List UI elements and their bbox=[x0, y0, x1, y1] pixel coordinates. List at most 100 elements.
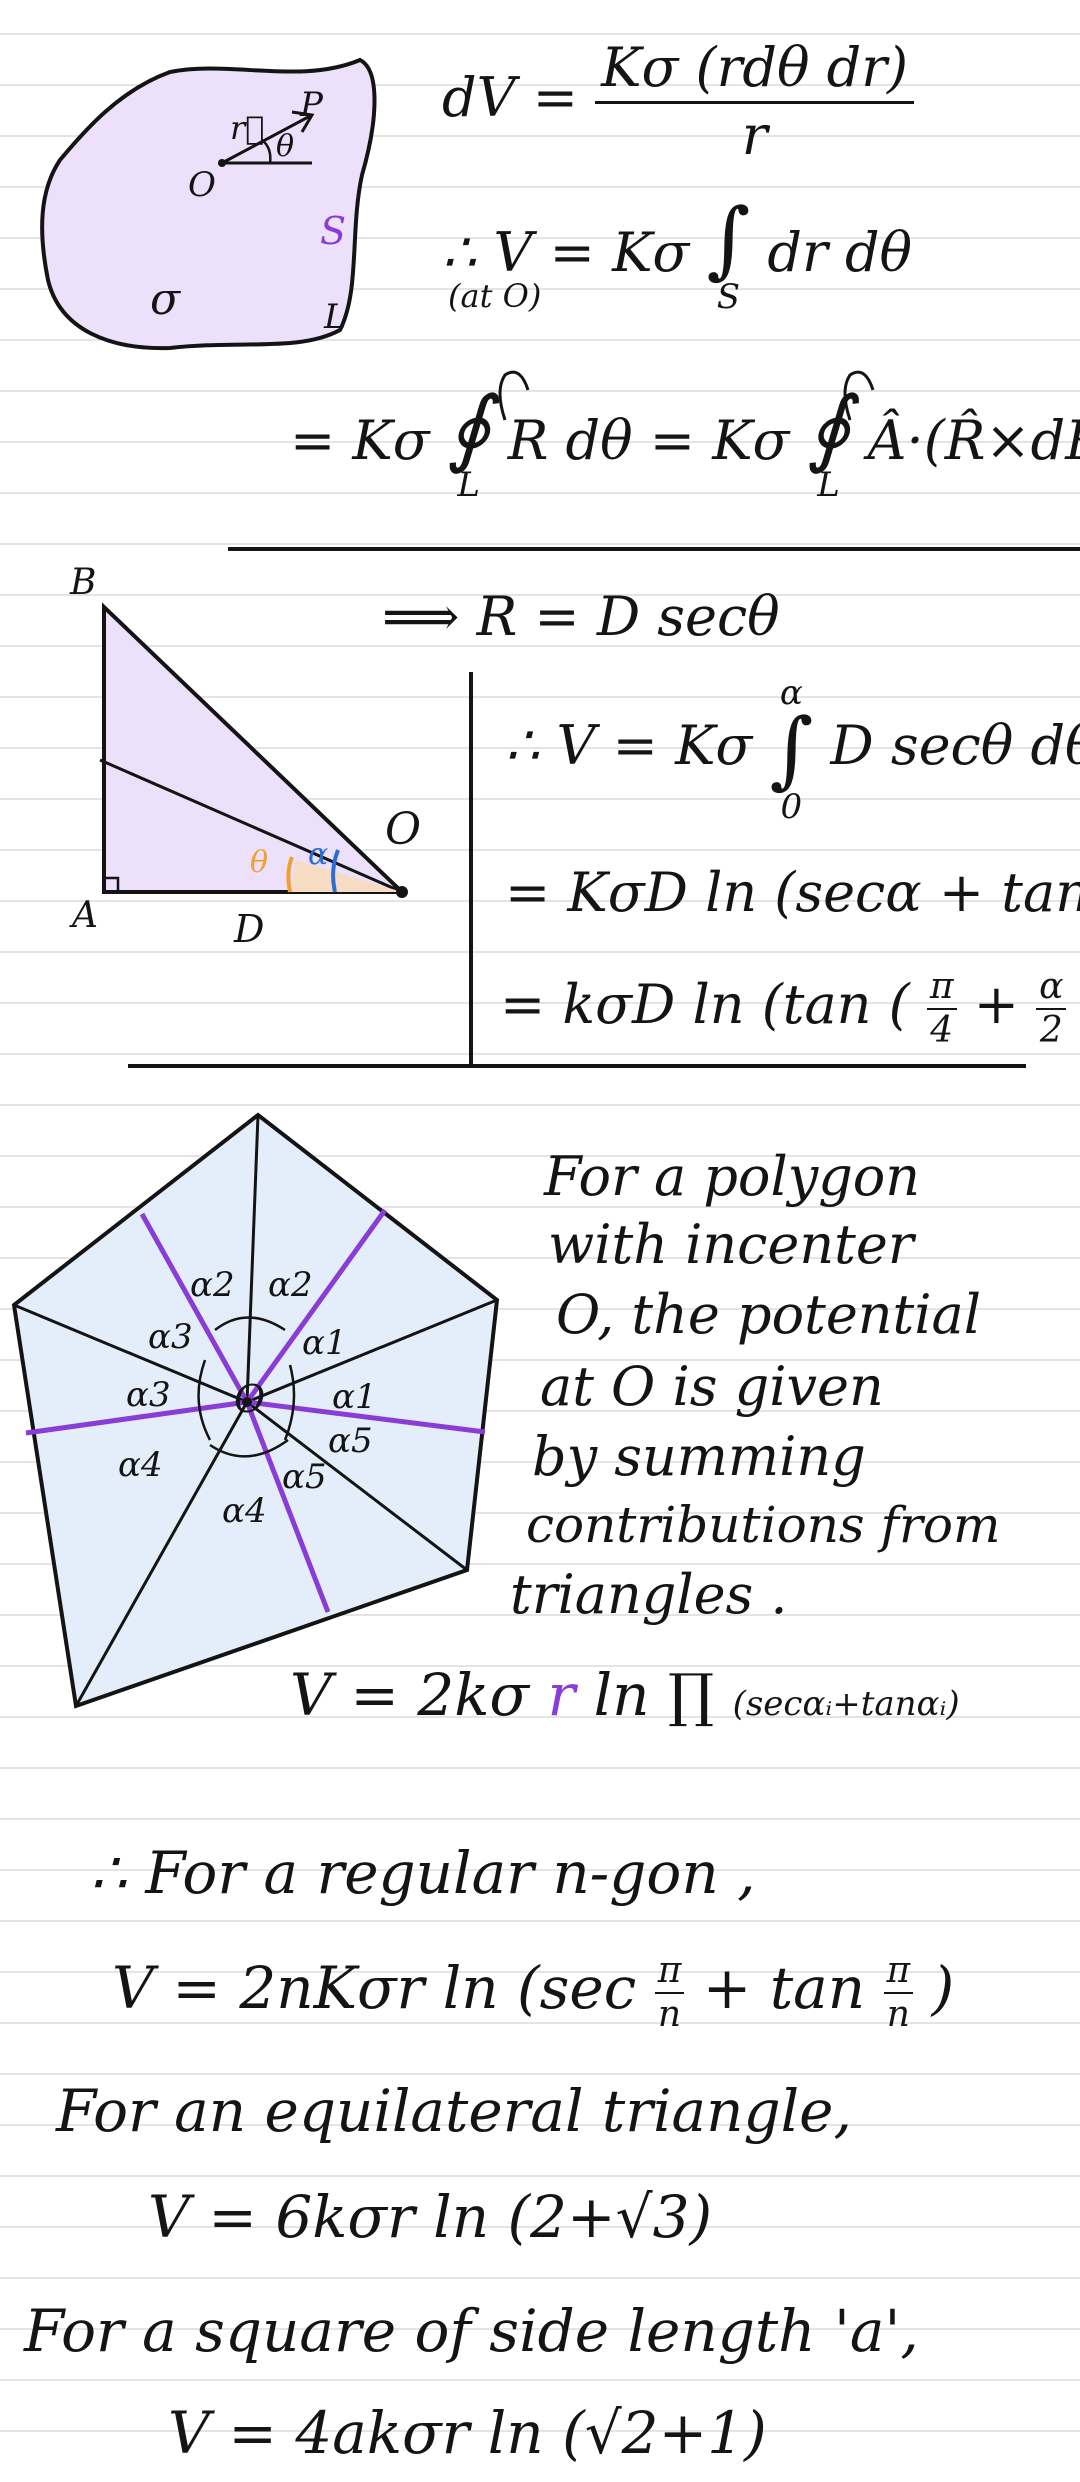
pi-numerator-2: π bbox=[883, 1952, 914, 1994]
V-integral-lhs: ∴ V = Kσ bbox=[505, 713, 753, 777]
pi-over-n-1: π n bbox=[654, 1952, 685, 2035]
dV-numerator: Kσ (rdθ dr) bbox=[595, 39, 915, 104]
label-alpha1-upper: α1 bbox=[302, 1323, 347, 1363]
spoke-1 bbox=[245, 1114, 260, 1403]
equation-V-integral: ∴ V = Kσ α ∫ 0 D secθ dθ bbox=[505, 676, 1080, 824]
label-theta: θ bbox=[276, 129, 295, 164]
dV-lhs: dV = bbox=[442, 66, 578, 130]
equation-ln-sec-tan: = KσD ln (secα + tanα) bbox=[505, 861, 1080, 924]
contour-integral-sign-1: ∮ bbox=[446, 378, 491, 476]
alpha-arc-blue bbox=[331, 849, 340, 893]
polygon-figure bbox=[11, 1112, 500, 1709]
label-alpha4-lower: α4 bbox=[222, 1491, 267, 1531]
triangle-figure bbox=[99, 602, 408, 898]
label-S: S bbox=[320, 209, 347, 253]
divider-1 bbox=[228, 547, 1080, 551]
pi-over-n-2: π n bbox=[883, 1952, 914, 2035]
equation-polygon: V = 2kσ r ln ∏ (secαᵢ+tanαᵢ) bbox=[290, 1666, 960, 1724]
incenter-dot bbox=[242, 1397, 252, 1407]
spoke-2 bbox=[246, 1298, 498, 1404]
integral-upper-alpha: α bbox=[779, 673, 803, 713]
contour-part3: Â·(R̂×dR⃗) bbox=[867, 408, 1080, 472]
prose-line-5: by summing bbox=[532, 1425, 866, 1488]
spoke-5 bbox=[13, 1303, 248, 1404]
V-integrand: D secθ dθ bbox=[830, 713, 1080, 777]
triangle-label: For an equilateral triangle, bbox=[56, 2077, 852, 2145]
spoke-3 bbox=[246, 1400, 468, 1572]
ln-tan-plus: + bbox=[973, 972, 1019, 1036]
prose-line-4: at O is given bbox=[540, 1355, 884, 1418]
definite-integral: α ∫ 0 bbox=[769, 676, 813, 824]
label-theta-orange: θ bbox=[250, 845, 269, 880]
theta-arc-orange bbox=[286, 856, 294, 893]
label-r-vector: r⃗ bbox=[230, 109, 265, 147]
n-denominator-2: n bbox=[886, 1993, 910, 2035]
integral-sub-S: S bbox=[716, 276, 741, 317]
label-alpha5-lower: α5 bbox=[282, 1457, 327, 1497]
contour-integral-sign-2: ∮ bbox=[806, 378, 851, 476]
right-angle-mark bbox=[104, 876, 120, 892]
surface-integral: ∫ S bbox=[706, 197, 750, 317]
divider-2 bbox=[128, 1064, 1026, 1068]
vertical-divider bbox=[469, 672, 473, 1064]
pi-numerator-1: π bbox=[654, 1952, 685, 1994]
inradius-1 bbox=[244, 1208, 388, 1404]
inradius-3 bbox=[244, 1401, 331, 1613]
contour-part1: = Kσ bbox=[290, 408, 430, 472]
contour-loop-2 bbox=[843, 370, 875, 421]
pentagon bbox=[11, 1112, 500, 1709]
ray-from-O bbox=[99, 758, 403, 894]
prose-line-7: triangles . bbox=[510, 1563, 788, 1626]
label-incenter-O: O bbox=[234, 1377, 266, 1421]
ngon-eq-plus-tan: + tan bbox=[702, 1953, 866, 2022]
origin-dot bbox=[218, 159, 226, 167]
contour-loop-1 bbox=[498, 370, 530, 421]
square-label: For a square of side length 'a', bbox=[24, 2297, 919, 2365]
prose-line-1: For a polygon bbox=[544, 1145, 921, 1208]
contour-sub-L-2: L bbox=[817, 464, 840, 505]
inradius-5 bbox=[139, 1212, 250, 1404]
equation-R: ⟹ R = D secθ bbox=[382, 585, 780, 648]
pi-numerator: π bbox=[926, 968, 957, 1010]
four-denominator: 4 bbox=[930, 1009, 954, 1051]
alpha-over-2: α 2 bbox=[1036, 968, 1067, 1051]
two-denominator: 2 bbox=[1039, 1009, 1063, 1051]
point-O-dot bbox=[396, 886, 408, 898]
spoke-4 bbox=[74, 1401, 249, 1707]
polygon-eq-lhs: V = 2kσ bbox=[290, 1661, 529, 1729]
triangle-equation: V = 6kσr ln (2+√3) bbox=[148, 2183, 713, 2251]
dV-denominator: r bbox=[741, 103, 768, 167]
label-alpha3-lower: α3 bbox=[126, 1375, 171, 1415]
ln-tan-lhs: = kσD ln bbox=[500, 972, 745, 1036]
label-alpha-blue: α bbox=[308, 837, 329, 872]
polygon-eq-r: r bbox=[547, 1661, 576, 1729]
r-vector-head bbox=[291, 110, 315, 133]
integral-lower-zero: 0 bbox=[780, 786, 803, 827]
inradius-4 bbox=[25, 1399, 248, 1436]
prose-line-3: O, the potential bbox=[556, 1283, 981, 1346]
ngon-eq-lhs: V = 2nKσr ln (sec bbox=[112, 1953, 637, 2022]
label-alpha2-left: α2 bbox=[190, 1265, 235, 1305]
contour-sub-L-1: L bbox=[457, 464, 480, 505]
label-alpha4-left: α4 bbox=[118, 1445, 163, 1485]
polygon-eq-args: (secαᵢ+tanαᵢ) bbox=[732, 1684, 960, 1724]
V-surface-lhs: ∴ V = Kσ bbox=[442, 220, 690, 284]
contour-part2: R dθ = Kσ bbox=[507, 408, 790, 472]
n-denominator-1: n bbox=[657, 1993, 682, 2035]
prose-line-6: contributions from bbox=[526, 1496, 1001, 1554]
label-O-triangle: O bbox=[385, 804, 422, 855]
at-O-note: (at O) bbox=[448, 277, 542, 315]
surface-integrand: dr dθ bbox=[767, 220, 913, 284]
label-P: P bbox=[300, 85, 323, 125]
label-L: L bbox=[324, 297, 347, 337]
equation-contour: = Kσ ∮ L R dθ = Kσ ∮ L Â·(R̂×dR⃗) bbox=[290, 378, 1080, 505]
square-equation: V = 4akσr ln (√2+1) bbox=[168, 2399, 767, 2467]
contour-integral-2: ∮ L bbox=[806, 378, 851, 505]
right-triangle bbox=[102, 602, 407, 894]
equation-dV: dV = Kσ (rdθ dr) r bbox=[442, 39, 915, 167]
prose-line-2: with incenter bbox=[548, 1213, 914, 1276]
equation-V-surface: ∴ V = Kσ ∫ S dr dθ bbox=[442, 197, 913, 317]
polygon-eq-ln-product: ln ∏ bbox=[593, 1661, 715, 1729]
regular-ngon-equation: V = 2nKσr ln (sec π n + tan π n ) bbox=[112, 1952, 954, 2034]
